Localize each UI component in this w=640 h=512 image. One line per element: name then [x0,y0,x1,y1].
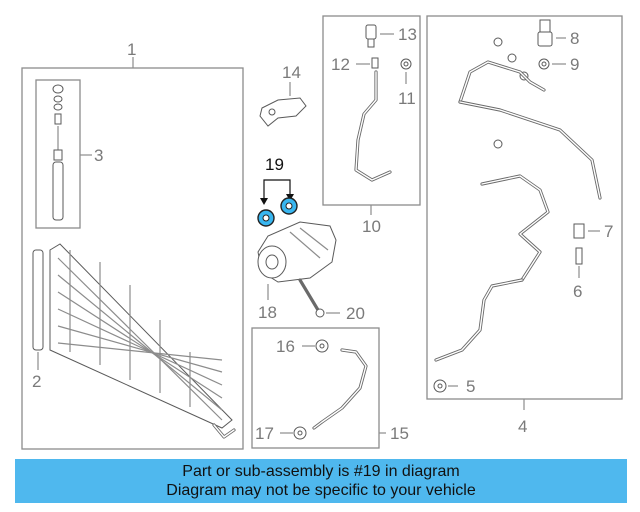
discharge-hose-group [251,327,386,449]
callout-14: 14 [282,63,301,82]
info-banner: Part or sub-assembly is #19 in diagram D… [15,459,627,503]
callout-10: 10 [362,217,381,236]
callout-16: 16 [276,337,295,356]
callout-20: 20 [346,304,365,323]
callout-9: 9 [570,55,579,74]
suction-line-group [322,15,421,215]
condenser-core [49,243,236,439]
callout-18: 18 [258,303,277,322]
banner-line-1: Part or sub-assembly is #19 in diagram [182,463,460,480]
callout-12: 12 [331,55,350,74]
callout-17: 17 [255,424,274,443]
banner-line-2: Diagram may not be specific to your vehi… [166,482,476,499]
callout-1: 1 [127,40,136,59]
callout-19: 19 [265,155,284,174]
callout-3: 3 [94,146,103,165]
callout-7: 7 [604,222,613,241]
callout-8: 8 [570,29,579,48]
callout-15: 15 [390,424,409,443]
callout-2: 2 [32,372,41,391]
bracket-part [259,82,307,127]
condenser-group [21,57,244,450]
callout-4: 4 [518,417,527,436]
callout-11: 11 [398,89,416,108]
callout-13: 13 [398,25,417,44]
liquid-line-group [426,15,623,410]
highlight-part-19 [257,179,298,227]
callout-6: 6 [573,282,582,301]
callout-5: 5 [466,377,475,396]
compressor-part [257,221,340,318]
